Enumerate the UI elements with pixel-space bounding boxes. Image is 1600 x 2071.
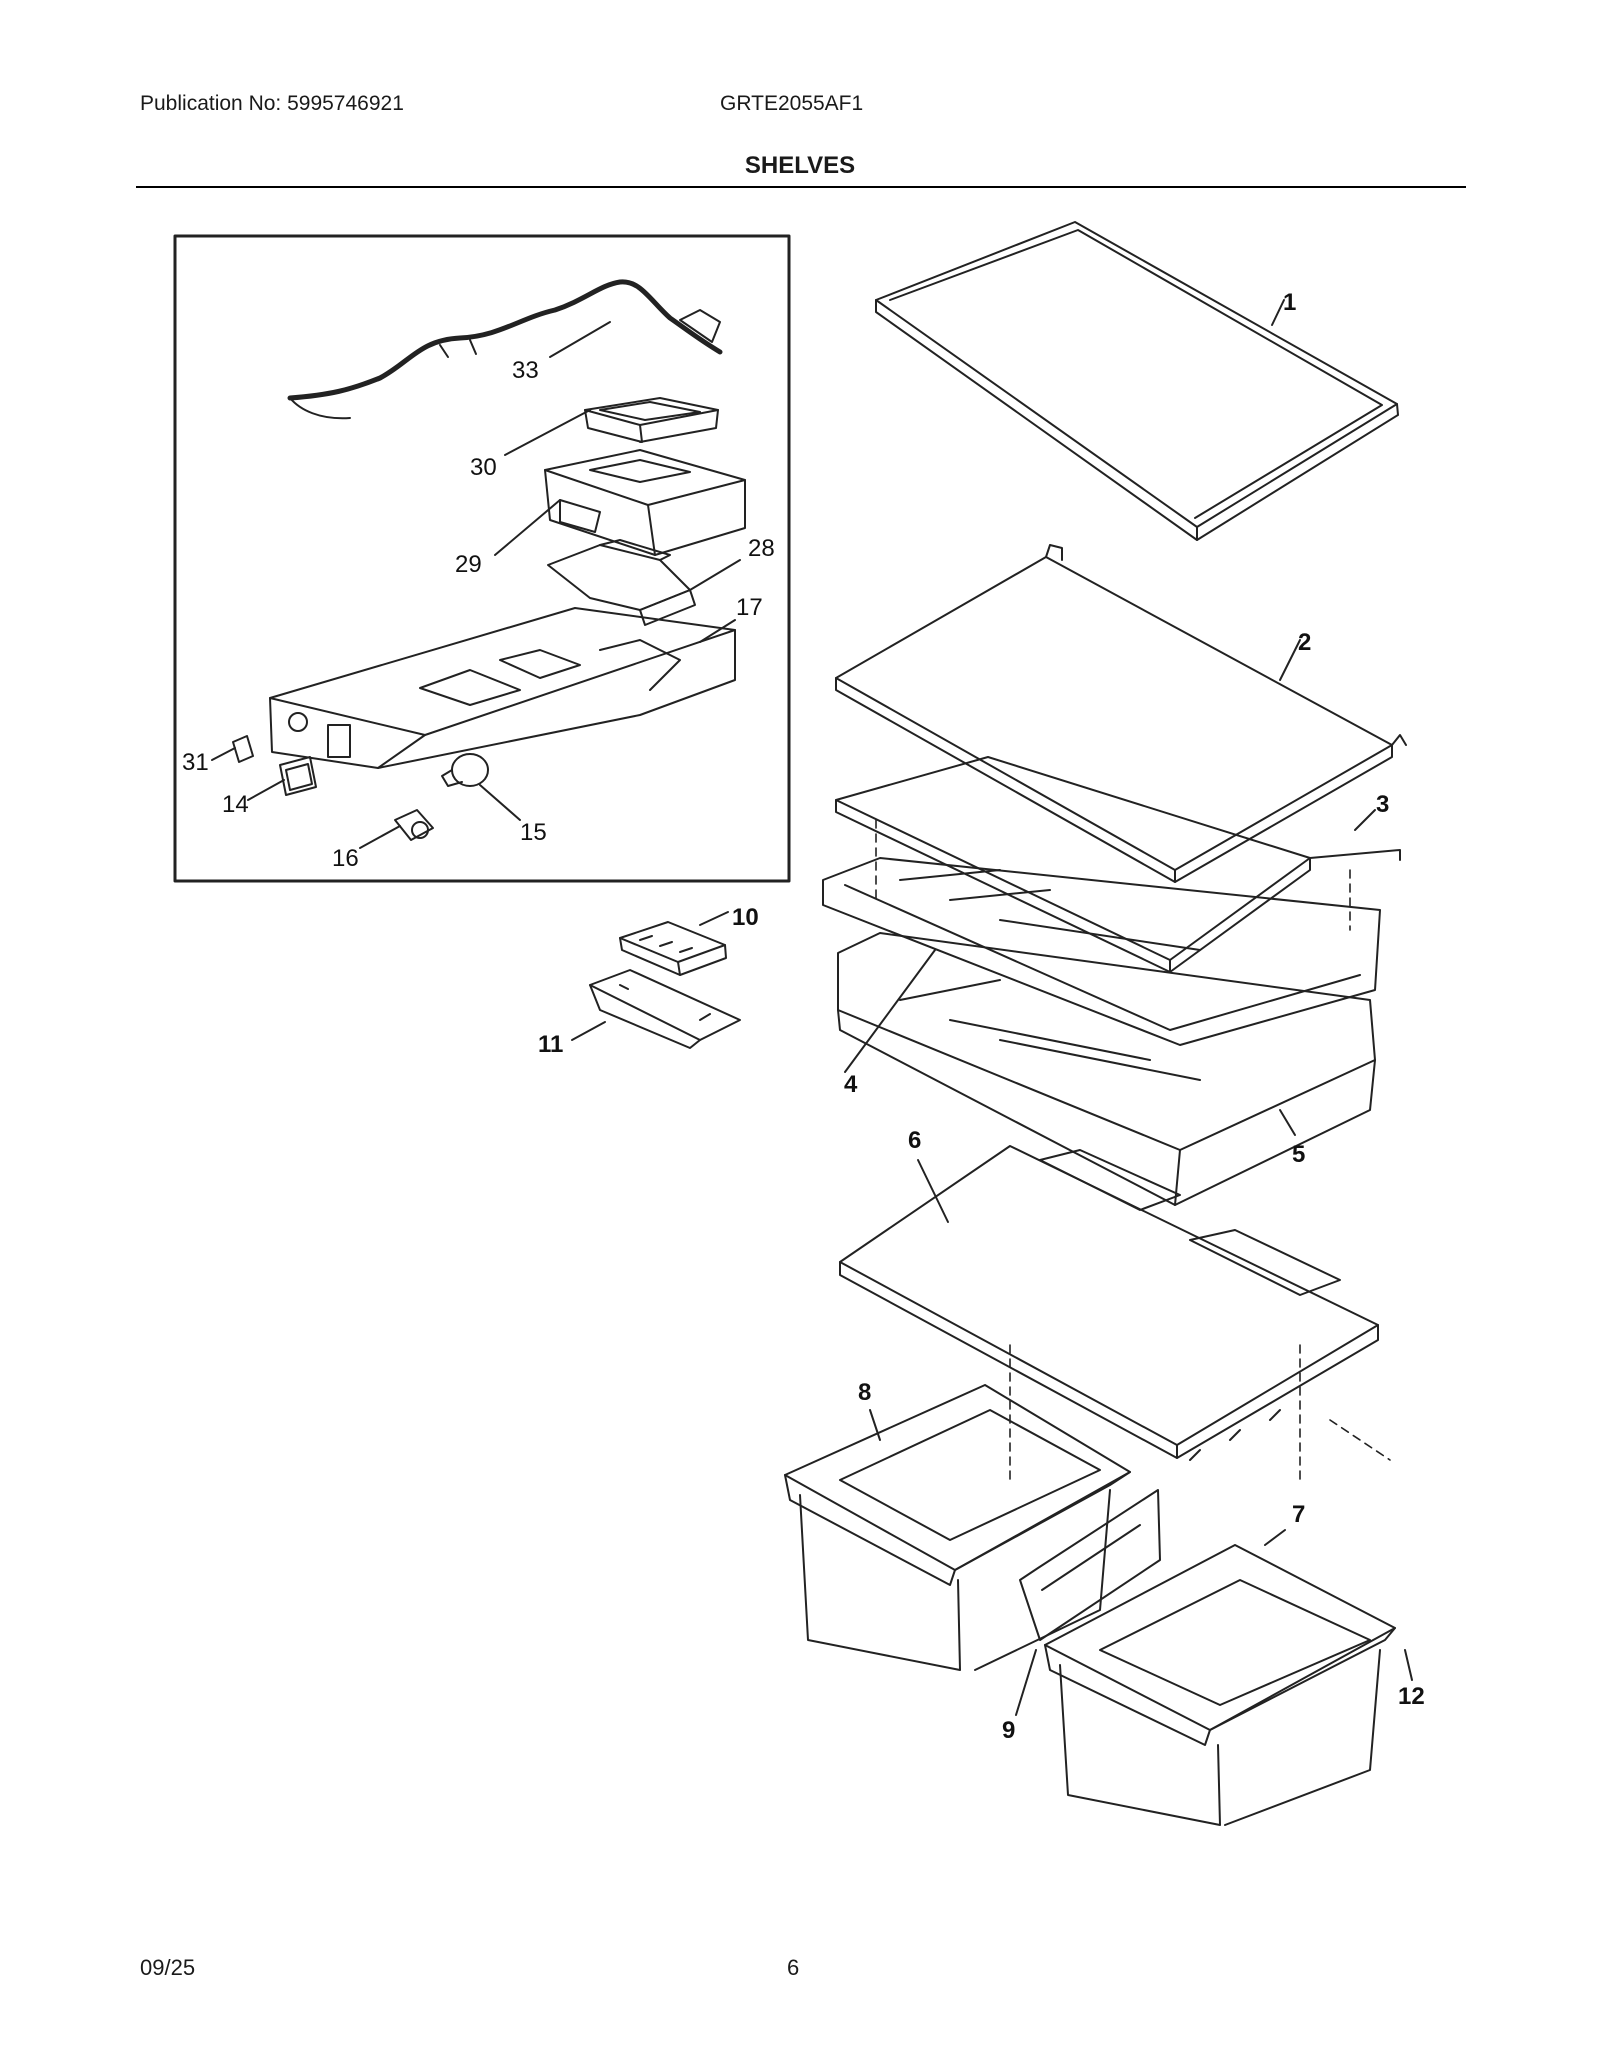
callout-3: 3: [1376, 791, 1389, 818]
part-9-divider: [1019, 1489, 1161, 1641]
part-28-chute: [547, 539, 696, 626]
part-8-pantry-drawer: [784, 1384, 1131, 1671]
section-title: SHELVES: [744, 152, 856, 179]
callout-29: 29: [455, 551, 482, 578]
callout-2: 2: [1298, 629, 1311, 656]
callout-17: 17: [736, 594, 763, 621]
part-4-cover-frame: [822, 857, 1381, 1046]
callout-8: 8: [858, 1379, 871, 1406]
callout-16: 16: [332, 845, 359, 872]
part-17-dispenser-base: [269, 607, 736, 769]
part-31-clip: [232, 735, 254, 763]
part-15-motor: [441, 753, 489, 787]
callout-31: 31: [182, 749, 209, 776]
part-29-housing: [544, 449, 746, 556]
footer-date: 09/25: [140, 1955, 196, 1980]
part-11-housing: [589, 969, 741, 1049]
callout-7: 7: [1292, 1501, 1305, 1528]
callout-15: 15: [520, 819, 547, 846]
part-16-valve: [394, 809, 434, 841]
part-5-crisper-drawer: [837, 932, 1376, 1206]
inset-leaders: [211, 321, 741, 849]
wire-harness: [287, 279, 723, 420]
callout-28: 28: [748, 535, 775, 562]
part-2-glass-shelf: [835, 544, 1407, 883]
callout-10: 10: [732, 904, 759, 931]
page-number: 6: [787, 1955, 800, 1980]
part-10-cover: [619, 921, 727, 976]
callout-6: 6: [908, 1127, 921, 1154]
publication-number: Publication No: 5995746921: [140, 92, 404, 115]
callout-9: 9: [1002, 1717, 1015, 1744]
part-3-glass-shelf: [835, 756, 1401, 973]
callout-1: 1: [1283, 289, 1296, 316]
callout-30: 30: [470, 454, 497, 481]
callout-33: 33: [512, 357, 539, 384]
part-1-glass-shelf: [875, 221, 1399, 541]
inset-box: [173, 234, 791, 883]
callout-12: 12: [1398, 1683, 1425, 1710]
callout-11: 11: [538, 1031, 563, 1058]
header-rule: [136, 186, 1466, 188]
part-7-pantry-drawer: [1044, 1544, 1396, 1826]
callout-4: 4: [844, 1071, 858, 1098]
part-6-crisper-cover: [839, 1145, 1379, 1461]
part-14-switch: [279, 756, 317, 796]
callout-14: 14: [222, 791, 249, 818]
model-number: GRTE2055AF1: [720, 92, 864, 115]
callout-5: 5: [1292, 1141, 1305, 1168]
part-30-tray: [584, 397, 719, 443]
